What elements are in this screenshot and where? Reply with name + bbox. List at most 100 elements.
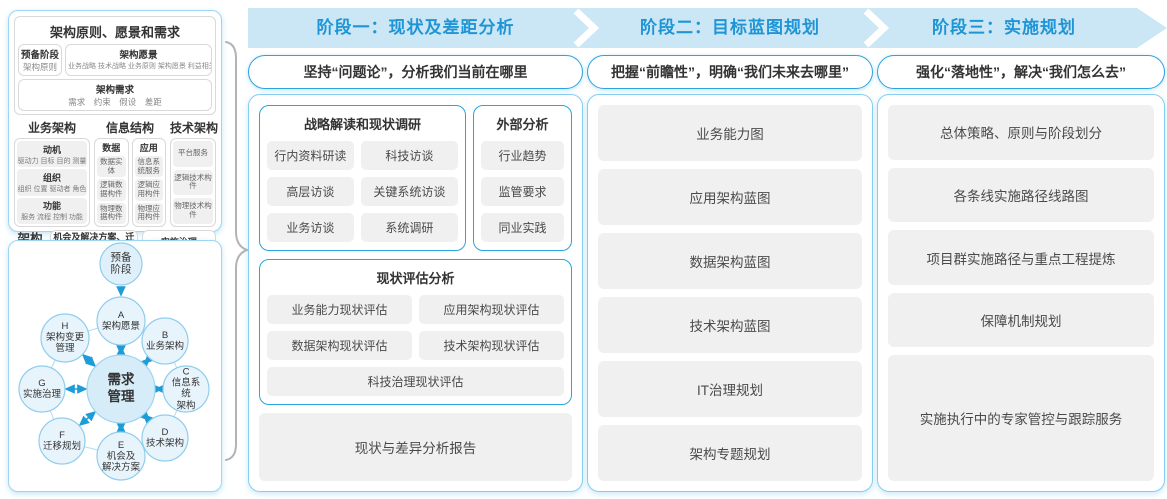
technology-item: 平台服务 [173,141,213,167]
function-title: 功能 [42,201,61,212]
information-structure-column: 信息结构 数据 数据实体 逻辑数据构件 物理数据构件 应用 信息系统服务 逻辑应… [94,118,166,227]
strategy-item: 高层访谈 [267,177,354,206]
requirements-box: 架构需求 需求 约束 假设 差距 [18,79,212,111]
assessment-title: 现状评估分析 [376,271,455,286]
vision-box: 架构愿景 业务战略 技术战略 业务原则 架构愿景 利益相关者 [65,44,212,76]
application-subcolumn: 应用 信息系统服务 逻辑应用构件 物理应用构件 [131,138,166,227]
node-c [162,365,210,413]
phase-band-ribbon [248,8,1167,48]
motivation-group: 动机 驱动力 目标 目的 测量 [17,141,87,168]
data-item: 物理数据构件 [97,202,126,224]
data-title: 数据 [102,143,121,153]
external-analysis-box: 外部分析 行业趋势 监管要求 同业实践 [472,105,572,251]
technology-architecture-column: 技术架构 平台服务 逻辑技术构件 物理技术构件 [170,118,219,227]
node-e [96,431,146,481]
phase-3-subtitle: 强化“落地性”，解决“我们怎么去” [877,55,1165,89]
phase-band: 阶段一：现状及差距分析 阶段二：目标蓝图规划 阶段三：实施规划 [248,8,1167,48]
phase-3-item: 项目群实施路径与重点工程提炼 [888,230,1154,285]
assessment-box: 现状评估分析 业务能力现状评估 应用架构现状评估 数据架构现状评估 技术架构现状… [259,259,572,405]
node-f [38,417,86,465]
architecture-framework-panel: 架构原则、愿景和需求 预备阶段 架构原则 架构愿景 业务战略 技术战略 业务原则… [8,10,222,267]
node-b-label: B 业务架构 [145,329,185,352]
phase-2-item: 技术架构蓝图 [598,297,862,353]
phase-2-content: 业务能力图 应用架构蓝图 数据架构蓝图 技术架构蓝图 IT治理规划 架构专题规划 [587,94,873,492]
data-item: 数据实体 [97,156,126,178]
phase-3-item: 实施执行中的专家管控与跟踪服务 [888,355,1154,482]
node-a-label: A 架构愿景 [101,309,141,332]
node-h-label: H 架构变更 管理 [45,321,85,355]
strategy-item: 业务访谈 [267,213,354,242]
organization-title: 组织 [42,172,61,183]
data-item: 逻辑数据构件 [97,179,126,201]
business-architecture-column: 业务架构 动机 驱动力 目标 目的 测量 组织 组织 位置 驱动者 角色 功能 … [14,118,90,227]
function-sub: 服务 流程 控制 功能 [21,214,83,222]
chevron-separator-icon [573,8,600,48]
external-item: 行业趋势 [480,141,564,170]
phase-2-subtitle: 把握“前瞻性”，明确“我们未来去哪里” [587,55,873,89]
motivation-title: 动机 [42,144,61,155]
phase-1-title: 阶段一：现状及差距分析 [316,18,515,37]
vision-title: 架构愿景 [119,50,158,61]
brace-graphic [225,41,250,461]
node-g [18,365,66,413]
phase-2-title: 阶段二：目标蓝图规划 [640,18,820,37]
strategy-item: 关键系统访谈 [360,177,458,206]
information-structure-header: 信息结构 [105,121,154,135]
node-a [96,296,146,346]
prep-phase-node [99,242,143,286]
framework-title: 架构原则、愿景和需求 [49,25,180,40]
phase-2-item: 业务能力图 [598,105,862,161]
assessment-item: 科技治理现状评估 [267,367,564,396]
external-item: 监管要求 [480,177,564,206]
strategy-item: 系统调研 [360,213,458,242]
node-h [40,313,90,363]
chevron-separator-icon [863,8,890,48]
application-item: 信息系统服务 [134,156,163,178]
node-f-label: F 迁移规划 [42,429,82,452]
phase-3-title: 阶段三：实施规划 [932,18,1076,37]
phase-2-item: 架构专题规划 [598,425,862,481]
function-group: 功能 服务 流程 控制 功能 [17,197,87,224]
gap-analysis-report-box: 现状与差异分析报告 [259,413,572,481]
prep-phase-box: 预备阶段 架构原则 [18,44,63,76]
assessment-item: 应用架构现状评估 [419,295,564,324]
strategy-research-box: 战略解读和现状调研 行内资料研读 科技访谈 高层访谈 关键系统访谈 业务访谈 系… [259,105,466,251]
phase-2-item: 数据架构蓝图 [598,233,862,289]
assessment-item: 业务能力现状评估 [267,295,412,324]
phase-3-item: 各条线实施路径线路图 [888,167,1154,223]
technology-item: 逻辑技术构件 [173,169,213,196]
requirements-sub: 需求 约束 假设 差距 [68,97,162,107]
requirements-management-label: 需求 管理 [107,372,135,404]
technology-architecture-header: 技术架构 [170,121,219,135]
phase-1-subtitle: 坚持“问题论”，分析我们当前在哪里 [248,55,583,89]
node-c-label: C 信息系统 架构 [171,366,201,412]
assessment-item: 技术架构现状评估 [419,331,564,360]
node-e-label: E 机会及 解决方案 [101,440,141,474]
phase-3-item: 总体策略、原则与阶段划分 [888,105,1154,160]
adm-cycle-panel: 预备 阶段 A 架构愿景 B 业务架构 C 信息系统 架构 D 技术架构 E 机… [8,240,222,492]
phase-3-content: 总体策略、原则与阶段划分 各条线实施路径线路图 项目群实施路径与重点工程提炼 保… [877,94,1165,492]
application-item: 逻辑应用构件 [134,179,163,201]
business-architecture-header: 业务架构 [27,121,76,135]
phase-3-item: 保障机制规划 [888,292,1154,348]
motivation-sub: 驱动力 目标 目的 测量 [17,157,87,165]
application-item: 物理应用构件 [134,202,163,224]
requirements-management-node [86,354,156,424]
node-d-label: D 技术架构 [145,426,185,449]
external-item: 同业实践 [480,213,564,242]
phase-2-item: IT治理规划 [598,361,862,417]
node-d [141,414,189,462]
strategy-item: 行内资料研读 [267,141,354,170]
architecture-domains-section: 业务架构 动机 驱动力 目标 目的 测量 组织 组织 位置 驱动者 角色 功能 … [14,118,219,227]
data-subcolumn: 数据 数据实体 逻辑数据构件 物理数据构件 [94,138,129,227]
application-title: 应用 [139,143,158,153]
external-analysis-title: 外部分析 [496,117,549,132]
principles-vision-section: 架构原则、愿景和需求 预备阶段 架构原则 架构愿景 业务战略 技术战略 业务原则… [14,16,216,115]
prep-phase-node-label: 预备 阶段 [110,251,132,276]
adm-cycle-graphic [18,242,210,481]
vision-sub: 业务战略 技术战略 业务原则 架构愿景 利益相关者 [68,63,212,70]
requirements-title: 架构需求 [95,85,134,96]
strategy-item: 科技访谈 [360,141,458,170]
prep-phase-title: 预备阶段 [21,50,60,61]
strategy-research-title: 战略解读和现状调研 [303,117,421,132]
